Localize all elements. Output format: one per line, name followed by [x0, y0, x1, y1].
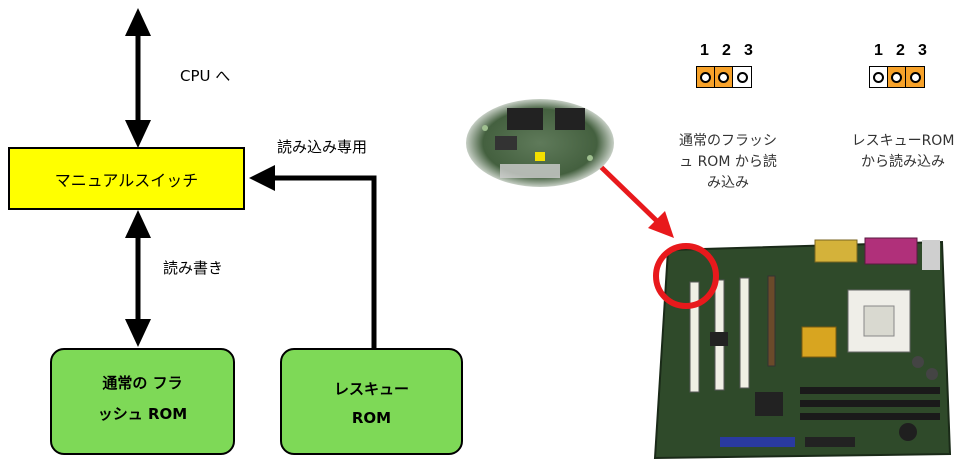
jumper-pin-1 — [697, 67, 715, 87]
manual-switch-box: マニュアルスイッチ — [8, 147, 245, 210]
cpu-label: CPU へ — [180, 67, 231, 85]
normal-flash-rom-line1: 通常の フラ — [102, 374, 183, 392]
rescue-rom-caption: レスキューROM から読み込み — [840, 131, 966, 173]
pin-number: 1 — [700, 42, 709, 59]
pin-number: 3 — [744, 42, 753, 59]
cpu-arrow-head-bottom — [125, 120, 151, 148]
rescue-rom-box: レスキュー ROM — [280, 348, 463, 455]
jumper-pin-1 — [870, 67, 888, 87]
normal-flash-rom-line2: ッシュ ROM — [97, 405, 188, 423]
jumper-block-rescue — [869, 66, 925, 88]
read-write-label: 読み書き — [163, 259, 224, 277]
pointer-arrow — [598, 164, 662, 226]
rescue-rom-line1: レスキュー — [333, 380, 409, 398]
rescue-rom-path — [270, 175, 377, 348]
jumper-cap-closeup — [535, 152, 545, 161]
normal-flash-rom-box: 通常の フラ ッシュ ROM — [50, 348, 235, 455]
read-only-label: 読み込み専用 — [277, 138, 368, 156]
jumper-pin-2 — [888, 67, 906, 87]
caption-line: ュ ROM から読 — [679, 154, 777, 170]
jumper-block-normal — [696, 66, 752, 88]
jumper-pin-2 — [715, 67, 733, 87]
rescue-rom-arrow-head — [249, 165, 275, 191]
pointer-arrow-head — [648, 211, 674, 238]
pin-number: 2 — [722, 42, 731, 59]
jumper-pin-3 — [906, 67, 924, 87]
read-write-arrow-head-bottom — [125, 319, 151, 347]
normal-flash-caption: 通常のフラッシ ュ ROM から読 み込み — [668, 131, 788, 194]
rescue-rom-line2: ROM — [351, 409, 392, 427]
manual-switch-label: マニュアルスイッチ — [54, 170, 199, 190]
caption-line: 通常のフラッシ — [679, 133, 777, 149]
cpu-arrow-head-top — [125, 8, 151, 36]
bios-highlight-circle — [653, 243, 719, 309]
caption-line: レスキューROM — [851, 133, 955, 149]
pin-number: 3 — [918, 42, 927, 59]
jumper-pin-3 — [733, 67, 751, 87]
caption-line: から読み込み — [861, 154, 945, 170]
jumper-closeup-photo — [466, 99, 614, 187]
pin-number: 1 — [874, 42, 883, 59]
motherboard-photo — [653, 237, 952, 460]
pin-number: 2 — [896, 42, 905, 59]
caption-line: み込み — [707, 175, 749, 191]
read-write-arrow-head-top — [125, 210, 151, 238]
